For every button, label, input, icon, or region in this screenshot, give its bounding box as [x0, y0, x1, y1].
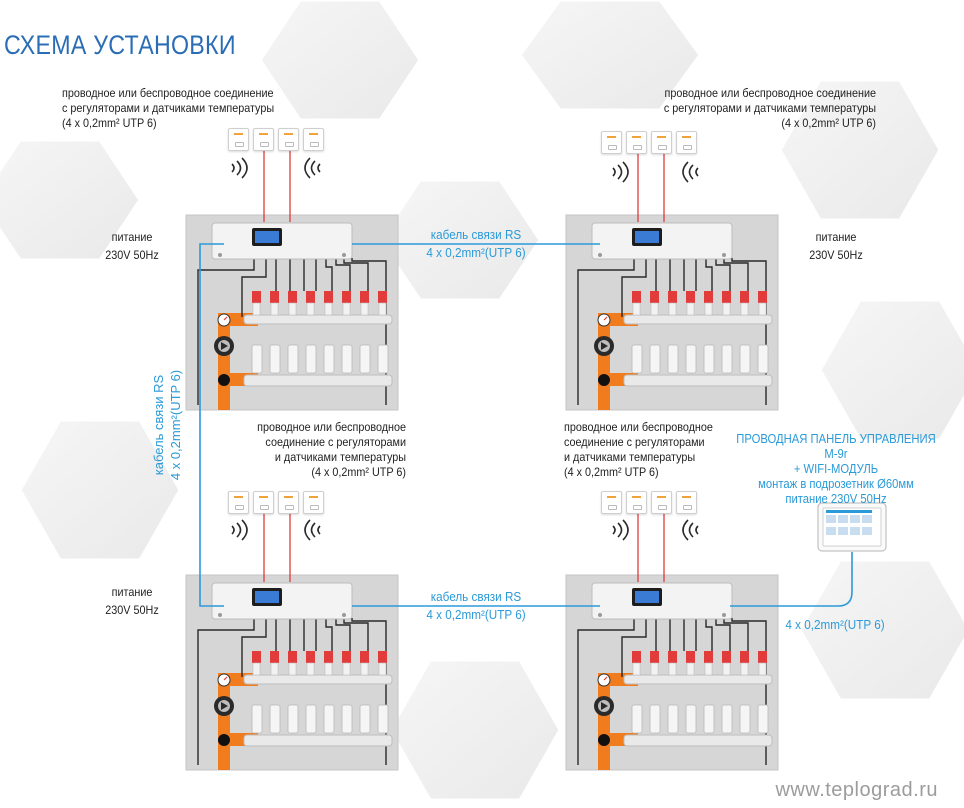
thermostat-group-top-right	[601, 131, 697, 154]
panel-mounting: монтаж в подрозетник Ø60мм	[758, 477, 914, 491]
control-panel-icon	[817, 502, 887, 552]
thermostat-group-bottom-left	[228, 491, 324, 514]
cable-spec: 4 x 0,2mm²(UTP 6)	[426, 245, 526, 260]
thermostat-group-top-left	[228, 128, 324, 151]
note-line: с регуляторами и датчиками температуры	[663, 101, 876, 115]
note-line: соединение с регуляторами	[564, 435, 705, 449]
rs-cable-label-bottom: кабель связи RS 4 x 0,2mm²(UTP 6)	[404, 588, 548, 624]
thermostat-icon	[278, 491, 299, 514]
thermostat-icon	[228, 128, 249, 151]
power-label-top-left: питание 230V 50Hz	[96, 230, 168, 263]
note-line: проводное или беспроводное	[257, 420, 406, 434]
power-label: питание	[111, 585, 153, 599]
power-label-top-right: питание 230V 50Hz	[800, 230, 872, 263]
connection-note-mid-left: проводное или беспроводное соединение с …	[257, 420, 406, 480]
thermostat-icon	[651, 131, 672, 154]
note-line: и датчиками температуры	[564, 450, 696, 464]
panel-subtitle: + WIFI-МОДУЛЬ	[793, 462, 879, 476]
power-label: питание	[815, 230, 857, 244]
power-value: 230V 50Hz	[809, 248, 863, 262]
power-value: 230V 50Hz	[105, 603, 159, 617]
cable-label: кабель связи RS	[430, 227, 522, 242]
thermostat-icon	[601, 491, 622, 514]
connection-note-mid-right: проводное или беспроводное соединение с …	[564, 420, 717, 480]
thermostat-icon	[676, 491, 697, 514]
note-line: (4 x 0,2mm² UTP 6)	[311, 465, 406, 479]
rs-cable-label-vertical: кабель связи RS 4 x 0,2mm²(UTP 6)	[150, 360, 184, 490]
note-line: проводное или беспроводное	[564, 420, 713, 434]
page-title: СХЕМА УСТАНОВКИ	[4, 30, 236, 60]
power-value: 230V 50Hz	[105, 248, 159, 262]
note-line: с регуляторами и датчиками температуры	[62, 101, 275, 115]
connection-note-top-left: проводное или беспроводное соединение с …	[62, 86, 274, 131]
thermostat-icon	[601, 131, 622, 154]
rs-cable-label-top: кабель связи RS 4 x 0,2mm²(UTP 6)	[404, 226, 548, 262]
manifold-unit-bottom-left	[185, 574, 399, 771]
thermostat-icon	[253, 128, 274, 151]
note-line: и датчиками температуры	[274, 450, 406, 464]
cable-label: кабель связи RS	[430, 589, 522, 604]
wireless-signal-icon	[231, 157, 699, 541]
cable-spec: 4 x 0,2mm²(UTP 6)	[426, 607, 526, 622]
note-line: (4 x 0,2mm² UTP 6)	[564, 465, 659, 479]
thermostat-icon	[228, 491, 249, 514]
website-watermark: www.teplograd.ru	[775, 779, 938, 801]
thermostat-wires	[263, 148, 665, 582]
rs-cables	[199, 243, 853, 607]
thermostat-icon	[278, 128, 299, 151]
connection-note-top-right: проводное или беспроводное соединение с …	[642, 86, 876, 131]
power-label: питание	[111, 230, 153, 244]
panel-power: питание 230V 50Hz	[785, 492, 887, 506]
panel-title: ПРОВОДНАЯ ПАНЕЛЬ УПРАВЛЕНИЯ М-9r	[736, 432, 936, 461]
thermostat-icon	[651, 491, 672, 514]
thermostat-icon	[303, 128, 324, 151]
note-line: (4 x 0,2mm² UTP 6)	[62, 116, 157, 130]
note-line: (4 x 0,2mm² UTP 6)	[781, 116, 876, 130]
thermostat-icon	[253, 491, 274, 514]
thermostat-icon	[676, 131, 697, 154]
note-line: соединение с регуляторами	[265, 435, 406, 449]
cable-label: кабель связи RS	[151, 374, 166, 476]
thermostat-icon	[303, 491, 324, 514]
thermostat-icon	[626, 131, 647, 154]
power-label-bottom-left: питание 230V 50Hz	[96, 585, 168, 618]
panel-cable-spec: 4 x 0,2mm²(UTP 6)	[785, 617, 885, 632]
cable-spec: 4 x 0,2mm²(UTP 6)	[168, 369, 183, 481]
thermostat-group-bottom-right	[601, 491, 697, 514]
thermostat-icon	[626, 491, 647, 514]
control-panel-description: ПРОВОДНАЯ ПАНЕЛЬ УПРАВЛЕНИЯ М-9r + WIFI-…	[728, 432, 944, 507]
manifold-unit-bottom-right	[565, 574, 779, 771]
note-line: проводное или беспроводное соединение	[664, 86, 877, 100]
note-line: проводное или беспроводное соединение	[62, 86, 274, 100]
